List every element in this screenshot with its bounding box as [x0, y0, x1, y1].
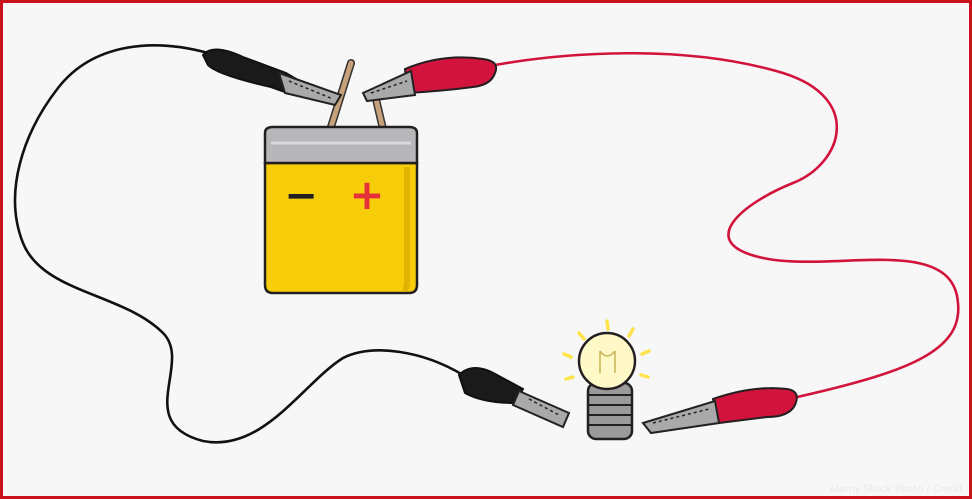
- negative-symbol: −: [284, 173, 318, 219]
- red-wire: [493, 51, 960, 400]
- light-bulb: [562, 319, 651, 441]
- black-clip-bulb: [457, 367, 571, 429]
- image-credit: Alamy Stock Photo / Credit: [829, 484, 963, 495]
- battery-cap: [263, 125, 419, 165]
- red-clip-bulb: [641, 387, 798, 435]
- circuit-illustration: − +: [13, 44, 960, 444]
- black-wire: [13, 44, 465, 444]
- bulb-base: [586, 381, 634, 441]
- bulb-glass: [577, 331, 637, 391]
- red-clip-battery: [361, 56, 498, 103]
- battery: − +: [263, 59, 419, 295]
- battery-body: [263, 161, 419, 295]
- glow-rays: [562, 319, 651, 381]
- positive-symbol: +: [349, 170, 384, 219]
- black-clip-battery: [201, 48, 343, 107]
